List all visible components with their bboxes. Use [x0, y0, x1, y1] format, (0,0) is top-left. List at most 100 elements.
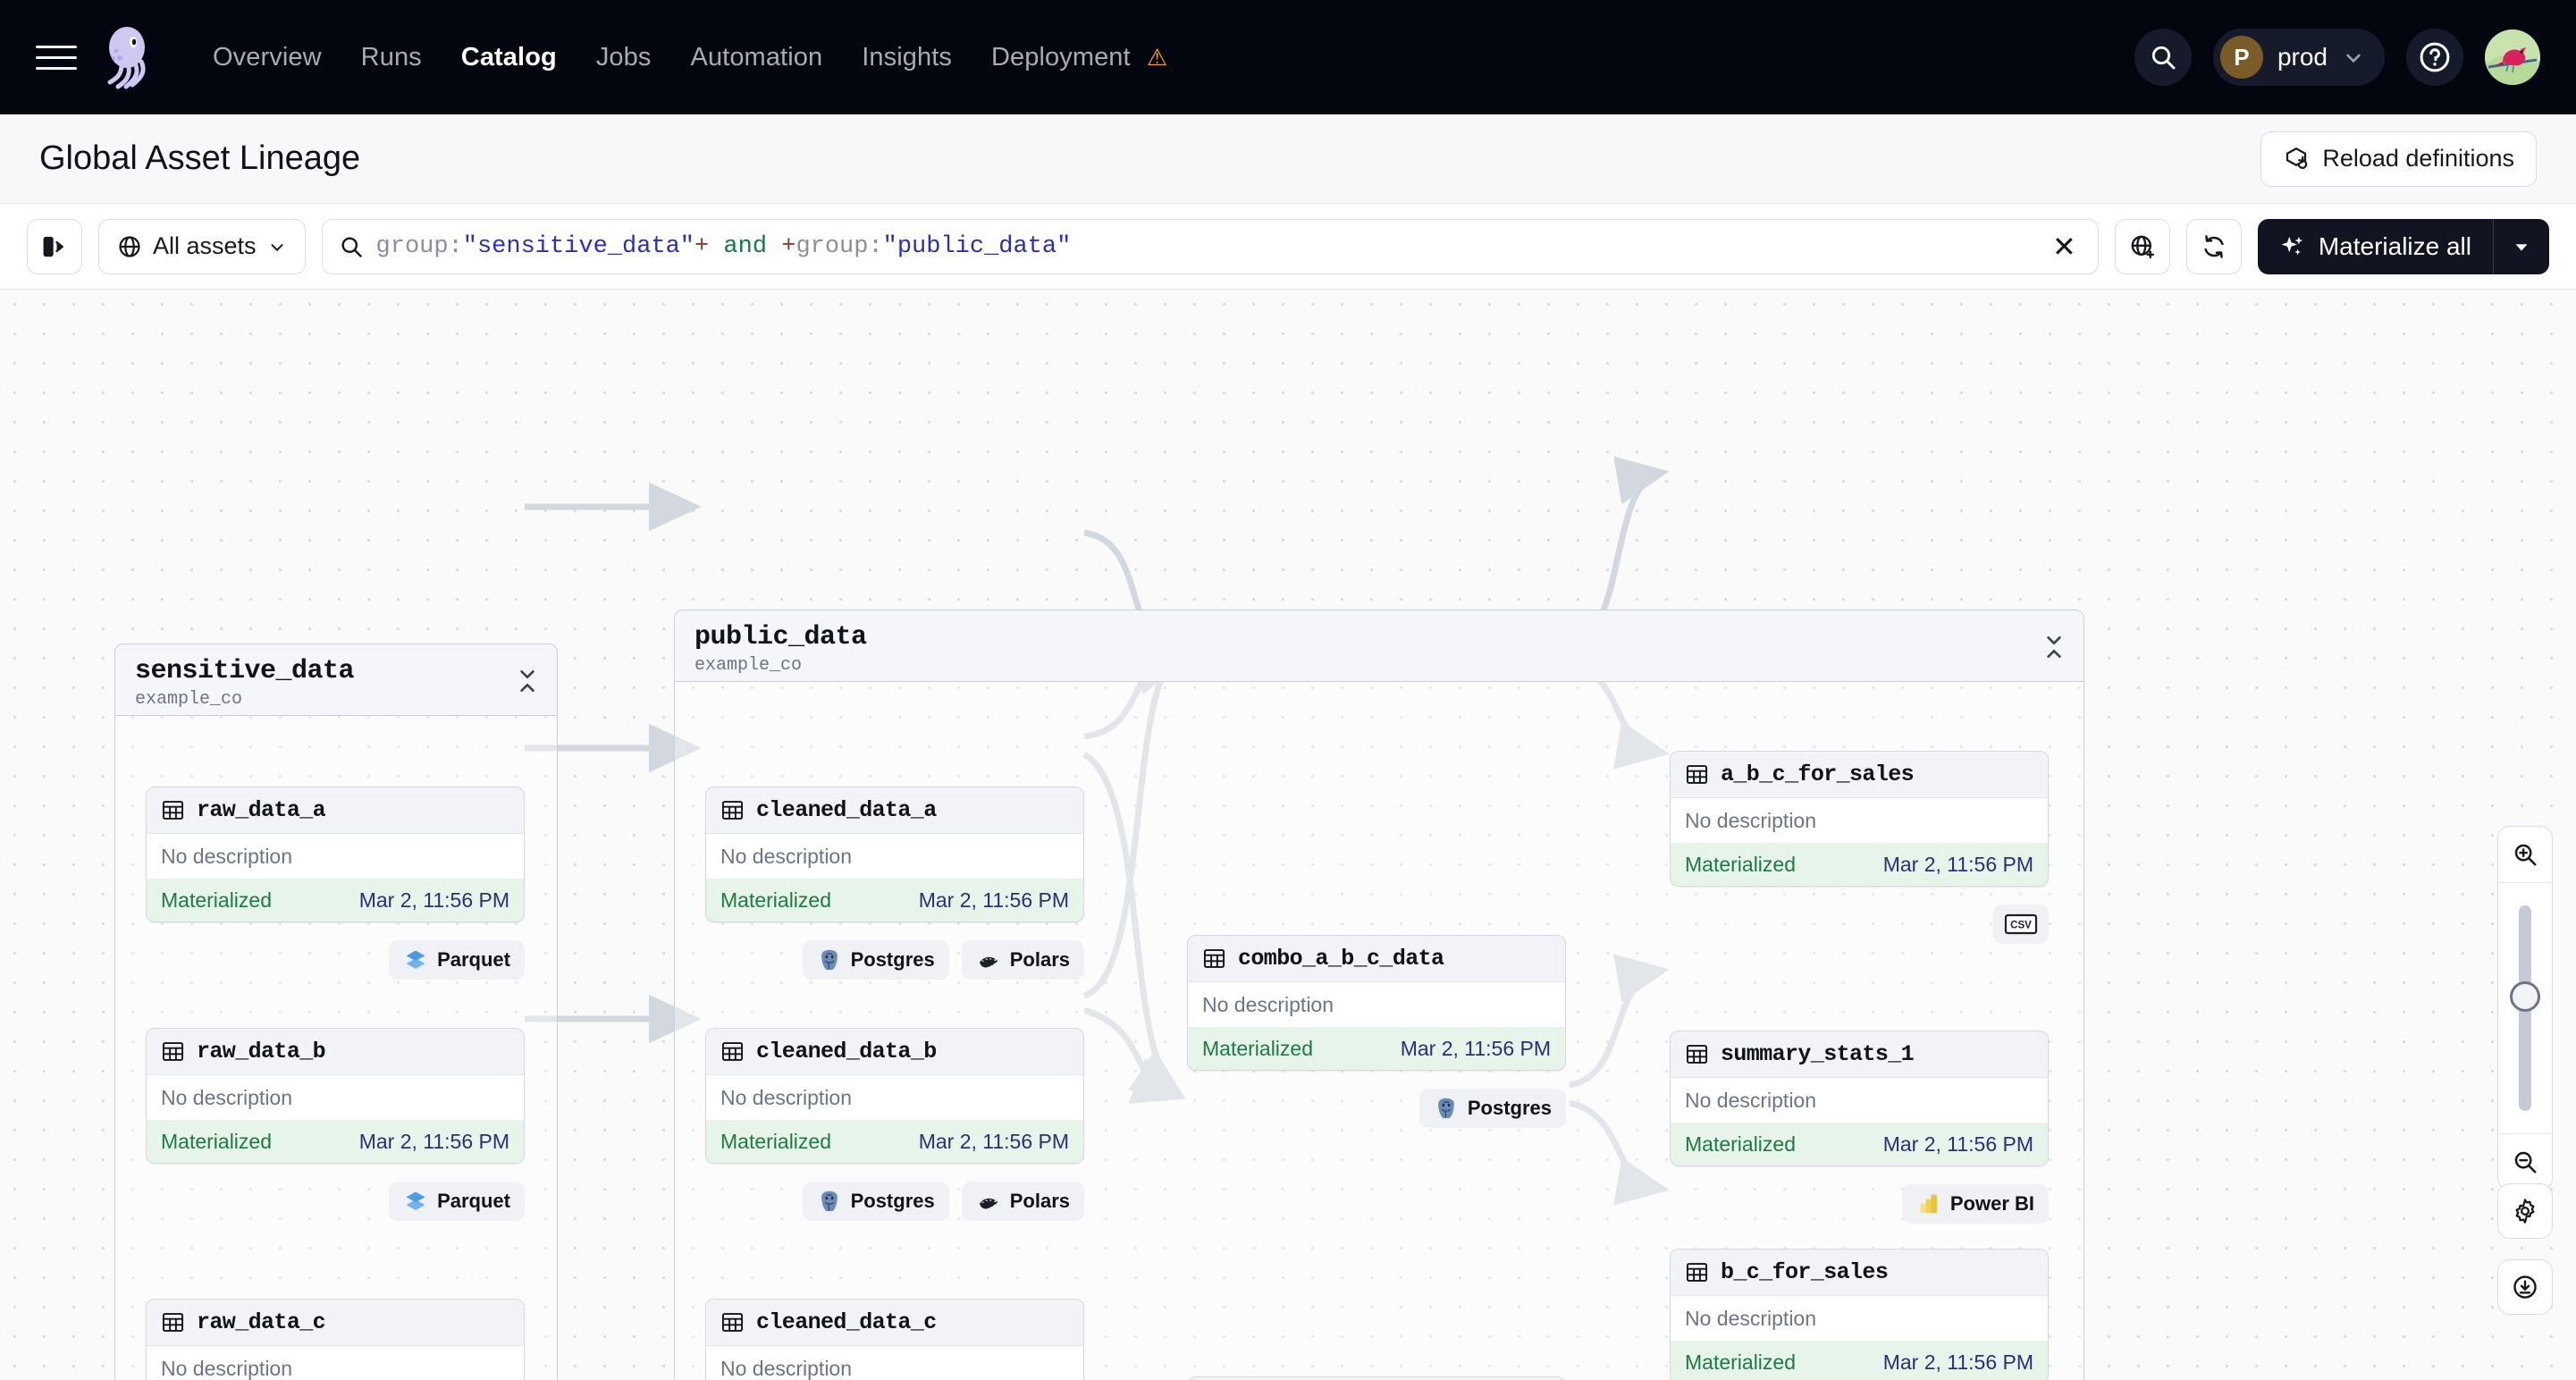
asset-tag-postgres[interactable]: Postgres: [802, 1182, 949, 1221]
asset-tag-row: Postgres: [1187, 1089, 1566, 1128]
deployment-avatar: P: [2219, 36, 2263, 79]
asset-group-sensitive-data[interactable]: sensitive_data example_co: [114, 644, 558, 1380]
user-avatar[interactable]: [2485, 29, 2540, 85]
gear-icon[interactable]: [2497, 1183, 2553, 1239]
asset-tag-parquet[interactable]: Parquet: [389, 1182, 525, 1221]
table-grid-icon: [720, 1039, 745, 1064]
asset-node-header: combo_b_c_data: [1188, 1377, 1565, 1380]
status-timestamp: Mar 2, 11:56 PM: [1882, 1132, 2033, 1156]
asset-node-header: cleaned_data_b: [706, 1029, 1083, 1075]
nav-link-automation[interactable]: Automation: [671, 34, 843, 81]
asset-tag-power-bi[interactable]: Power BI: [1901, 1184, 2049, 1224]
globe-icon: [119, 235, 140, 257]
nav-link-catalog[interactable]: Catalog: [442, 34, 577, 81]
asset-node[interactable]: a_b_c_for_sales No description Materiali…: [1670, 751, 2049, 887]
asset-node-description: No description: [147, 1346, 524, 1380]
asset-tag-csv[interactable]: CSV: [1993, 905, 2049, 944]
sparkle-icon: [2281, 236, 2303, 255]
nav-link-runs[interactable]: Runs: [341, 34, 442, 81]
nav-label: Insights: [862, 42, 952, 72]
zoom-in-icon[interactable]: [2498, 827, 2552, 882]
query-token: +: [695, 232, 710, 260]
table-grid-icon: [161, 1039, 185, 1064]
panel-expand-icon[interactable]: [27, 218, 82, 274]
materialize-all-dropdown[interactable]: [2494, 237, 2549, 257]
asset-node-name: raw_data_a: [197, 797, 326, 823]
asset-tag-postgres[interactable]: Postgres: [1418, 1089, 1566, 1128]
reload-definitions-button[interactable]: Reload definitions: [2260, 130, 2537, 187]
search-query-text[interactable]: group:"sensitive_data"+ and +group:"publ…: [376, 233, 2034, 260]
download-circle-icon[interactable]: [2497, 1259, 2553, 1315]
materialize-all-button[interactable]: Materialize all: [2257, 218, 2549, 274]
asset-tag-label: Power BI: [1949, 1192, 2034, 1215]
asset-node[interactable]: combo_b_c_data No description Materializ…: [1187, 1376, 1566, 1380]
nav-label: Overview: [213, 42, 322, 72]
lineage-graph-canvas[interactable]: sensitive_data example_co public_data ex…: [0, 290, 2576, 1380]
refresh-icon[interactable]: [2185, 218, 2242, 274]
asset-node-name: raw_data_c: [197, 1309, 326, 1335]
collapse-vertical-icon[interactable]: [516, 668, 539, 696]
asset-node[interactable]: cleaned_data_c No description Materializ…: [705, 1299, 1084, 1380]
asset-tag-row: Parquet: [146, 1182, 525, 1221]
asset-node[interactable]: cleaned_data_a No description Materializ…: [705, 787, 1084, 922]
nav-link-deployment[interactable]: Deployment ⚠: [972, 34, 1187, 81]
search-icon[interactable]: [2134, 29, 2192, 86]
divider: [2493, 218, 2494, 274]
asset-node[interactable]: raw_data_b No description Materialized M…: [146, 1028, 525, 1164]
asset-node[interactable]: b_c_for_sales No description Materialize…: [1670, 1249, 2049, 1380]
materialize-all-label: Materialize all: [2318, 231, 2471, 260]
asset-node[interactable]: combo_a_b_c_data No description Material…: [1187, 935, 1566, 1071]
zoom-out-icon[interactable]: [2498, 1134, 2552, 1190]
group-subtitle: example_co: [135, 689, 243, 710]
deployment-name: prod: [2277, 43, 2328, 71]
nav-link-jobs[interactable]: Jobs: [577, 34, 671, 81]
page-title: Global Asset Lineage: [39, 139, 361, 177]
asset-node[interactable]: summary_stats_1 No description Materiali…: [1670, 1031, 2049, 1166]
help-circle-icon[interactable]: [2406, 29, 2463, 86]
nav-label: Deployment: [990, 42, 1131, 72]
table-grid-icon: [161, 1310, 185, 1334]
asset-node[interactable]: cleaned_data_b No description Materializ…: [705, 1028, 1084, 1164]
nav-label: Jobs: [595, 42, 652, 72]
asset-node-description: No description: [1671, 1296, 2048, 1341]
asset-node-header: cleaned_data_a: [706, 787, 1083, 834]
divider: [2498, 882, 2552, 883]
all-assets-filter-button[interactable]: All assets: [98, 218, 306, 274]
asset-node-name: combo_a_b_c_data: [1238, 946, 1444, 972]
collapse-vertical-icon[interactable]: [2042, 634, 2066, 662]
asset-tag-parquet[interactable]: Parquet: [389, 940, 525, 980]
group-title: public_data: [695, 622, 867, 652]
warning-triangle-icon: ⚠: [1146, 43, 1168, 71]
status-badge: Materialized: [1685, 1350, 1796, 1374]
clear-search-icon[interactable]: ✕: [2052, 230, 2076, 263]
dagster-octopus-logo[interactable]: [97, 24, 163, 90]
zoom-slider[interactable]: [2498, 883, 2552, 1133]
asset-tag-postgres[interactable]: Postgres: [802, 940, 949, 980]
table-grid-icon: [1202, 947, 1226, 971]
status-badge: Materialized: [161, 888, 272, 912]
asset-node[interactable]: raw_data_a No description Materialized M…: [146, 787, 525, 922]
asset-node-name: b_c_for_sales: [1721, 1259, 1889, 1285]
asset-node[interactable]: raw_data_c No description Materialized M…: [146, 1299, 525, 1380]
materialize-all-main[interactable]: Materialize all: [2258, 232, 2493, 261]
deployment-selector[interactable]: P prod: [2212, 29, 2385, 86]
zoom-controls[interactable]: [2497, 826, 2553, 1191]
asset-node-header: raw_data_c: [147, 1300, 524, 1346]
group-header: sensitive_data example_co: [115, 644, 557, 716]
zoom-slider-thumb[interactable]: [2510, 981, 2540, 1012]
nav-link-overview[interactable]: Overview: [193, 34, 341, 81]
asset-node-description: No description: [147, 834, 524, 879]
status-timestamp: Mar 2, 11:56 PM: [1882, 1350, 2033, 1374]
postgres-icon: [817, 947, 842, 972]
asset-tag-row: Parquet: [146, 940, 525, 980]
asset-tag-polars[interactable]: Polars: [961, 940, 1084, 980]
globe-plus-icon[interactable]: [2114, 218, 2170, 274]
hamburger-menu-icon[interactable]: [36, 37, 77, 78]
asset-tag-label: Polars: [1009, 1190, 1070, 1212]
nav-link-insights[interactable]: Insights: [842, 34, 972, 81]
asset-search-bar[interactable]: group:"sensitive_data"+ and +group:"publ…: [321, 218, 2099, 274]
query-token: and: [709, 232, 782, 260]
asset-node-header: raw_data_b: [147, 1029, 524, 1075]
asset-tag-label: Parquet: [437, 948, 510, 971]
asset-tag-polars[interactable]: Polars: [961, 1182, 1084, 1221]
